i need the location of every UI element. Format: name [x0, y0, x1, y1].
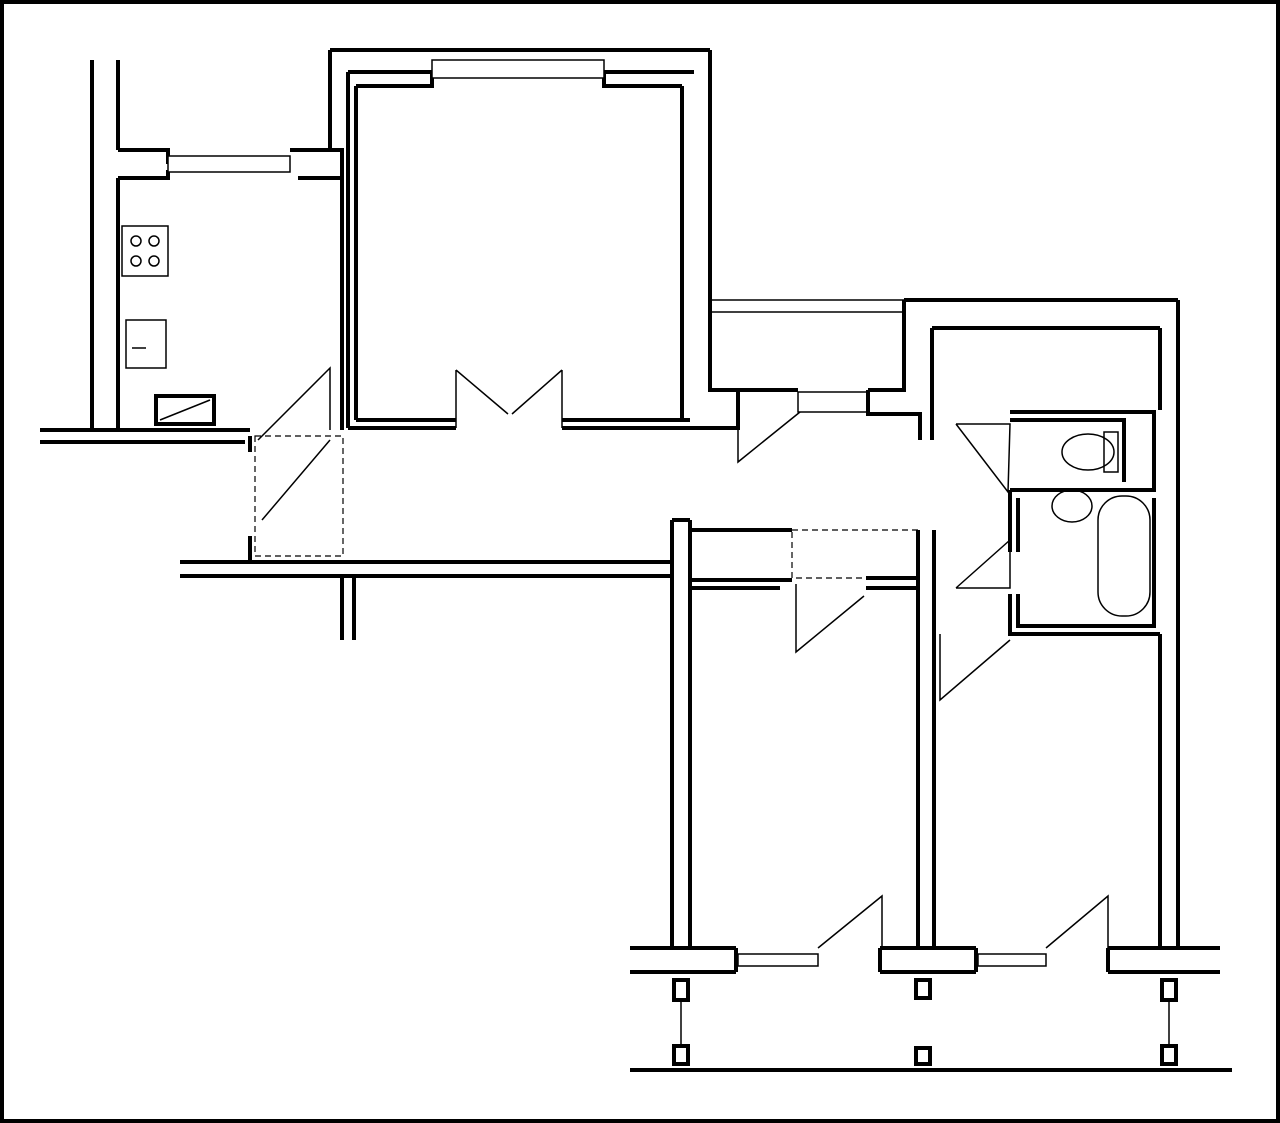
- bedroom-left-wall-left: [670, 520, 692, 948]
- storage-closet: [710, 299, 922, 440]
- bathtub-icon: [1097, 495, 1151, 617]
- living-room-window: [431, 59, 605, 79]
- bedroom-right-window: [977, 953, 1047, 967]
- radiator-icon: [154, 394, 216, 426]
- balcony-door-left-swing: [817, 894, 883, 949]
- wc-door-swing: [955, 423, 1011, 495]
- balcony-posts: [672, 978, 1178, 1066]
- kitchen-door-swing: [257, 366, 331, 521]
- bedroom-left: [670, 518, 1011, 948]
- niche-wall-top: [710, 299, 904, 313]
- corridor-door-swing: [737, 390, 801, 464]
- bathroom-door-swing: [955, 538, 1011, 589]
- kitchen-door-opening: [254, 435, 344, 557]
- bathroom-walls: [1008, 490, 1160, 636]
- corridor-wall-bottom: [180, 560, 672, 578]
- closet-door-swing: [795, 584, 865, 654]
- balcony-door-right-swing: [1045, 894, 1109, 949]
- living-room-wall-left: [328, 50, 358, 428]
- corridor-wall-top-right: [690, 390, 740, 430]
- entry-corridor: [180, 366, 801, 640]
- kitchen-window: [167, 155, 291, 173]
- kitchen-outer-wall: [90, 60, 120, 430]
- sink-icon: [125, 319, 167, 369]
- kitchen: [40, 60, 344, 444]
- wet-block-outer: [904, 298, 1180, 948]
- niche-wall-right: [868, 300, 922, 440]
- floor-plan: [40, 48, 1232, 1072]
- washbasin-icon: [1051, 489, 1093, 523]
- balcony: [630, 894, 1232, 1072]
- closet-door-opening: [791, 529, 919, 579]
- corridor-stub-wall: [340, 576, 356, 640]
- wc-walls: [1010, 410, 1156, 492]
- wet-block: [904, 298, 1180, 948]
- living-room-wall-bottom: [348, 418, 690, 430]
- niche-window: [797, 391, 869, 413]
- kitchen-floor-wall: [40, 428, 250, 444]
- bedroom-left-window: [737, 953, 819, 967]
- living-room: [328, 48, 738, 430]
- stove-icon: [121, 225, 169, 277]
- niche-wall-left: [738, 388, 920, 416]
- living-room-wall-right: [680, 50, 738, 422]
- bedroom-left-wall-right: [866, 530, 936, 948]
- bedroom-right-door-swing: [939, 634, 1011, 702]
- living-room-wall-top: [330, 48, 710, 88]
- facade-pier: [734, 948, 1110, 972]
- living-room-double-door: [455, 369, 563, 428]
- toilet-icon: [1061, 431, 1119, 473]
- bedroom-left-wall-top: [672, 518, 792, 590]
